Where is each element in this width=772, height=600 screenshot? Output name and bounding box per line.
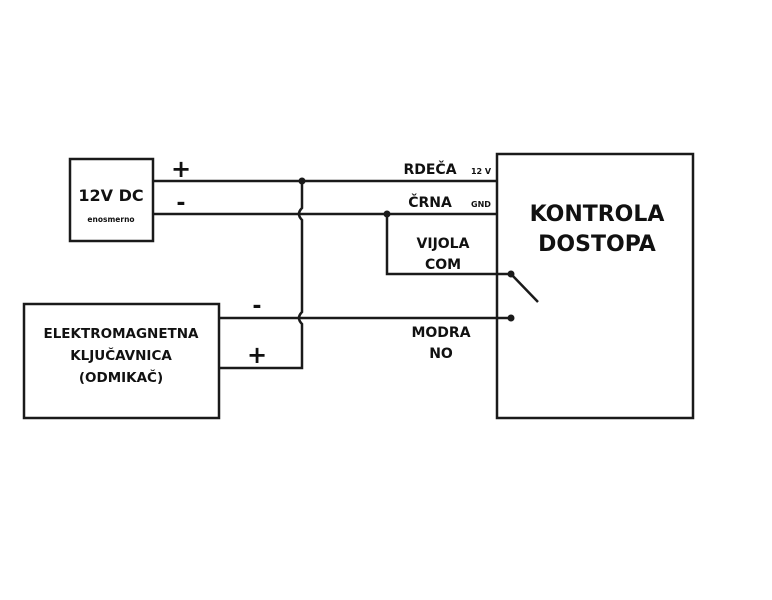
lock-title-line3: (ODMIKAČ) (79, 368, 163, 386)
relay-no-terminal (507, 314, 515, 322)
wire-blue-tag: NO (429, 346, 453, 362)
wire-lock-plus-vertical (219, 181, 304, 370)
junction-dot-plus (298, 177, 306, 185)
wire-violet-com (385, 214, 511, 276)
lock-title-line2: KLJUČAVNICA (70, 346, 172, 364)
power-plus-sign: + (171, 155, 191, 183)
power-supply-subtitle: enosmerno (87, 215, 134, 224)
lock-title-line1: ELEKTROMAGNETNA (43, 326, 199, 342)
power-minus-sign: - (176, 191, 185, 216)
wire-black-tag: GND (471, 200, 491, 209)
wire-red-tag: 12 V (471, 167, 492, 176)
controller-title-line2: DOSTOPA (538, 232, 656, 257)
relay-switch-arm (510, 273, 539, 303)
power-supply-box (68, 157, 155, 243)
controller-title-line1: KONTROLA (530, 202, 665, 227)
controller-box (495, 152, 695, 420)
power-supply-title: 12V DC (78, 186, 143, 205)
lock-plus-sign: + (247, 341, 267, 369)
lock-minus-sign: - (252, 294, 261, 319)
wire-red-label: RDEČA (403, 160, 456, 178)
lock-box (22, 302, 221, 420)
junction-dot-gnd (383, 210, 391, 218)
wire-black-label: ČRNA (408, 193, 452, 211)
wire-violet-label: VIJOLA (417, 236, 470, 252)
wire-violet-tag: COM (425, 257, 461, 273)
relay-com-terminal (507, 270, 515, 278)
wire-blue-label: MODRA (411, 325, 470, 341)
